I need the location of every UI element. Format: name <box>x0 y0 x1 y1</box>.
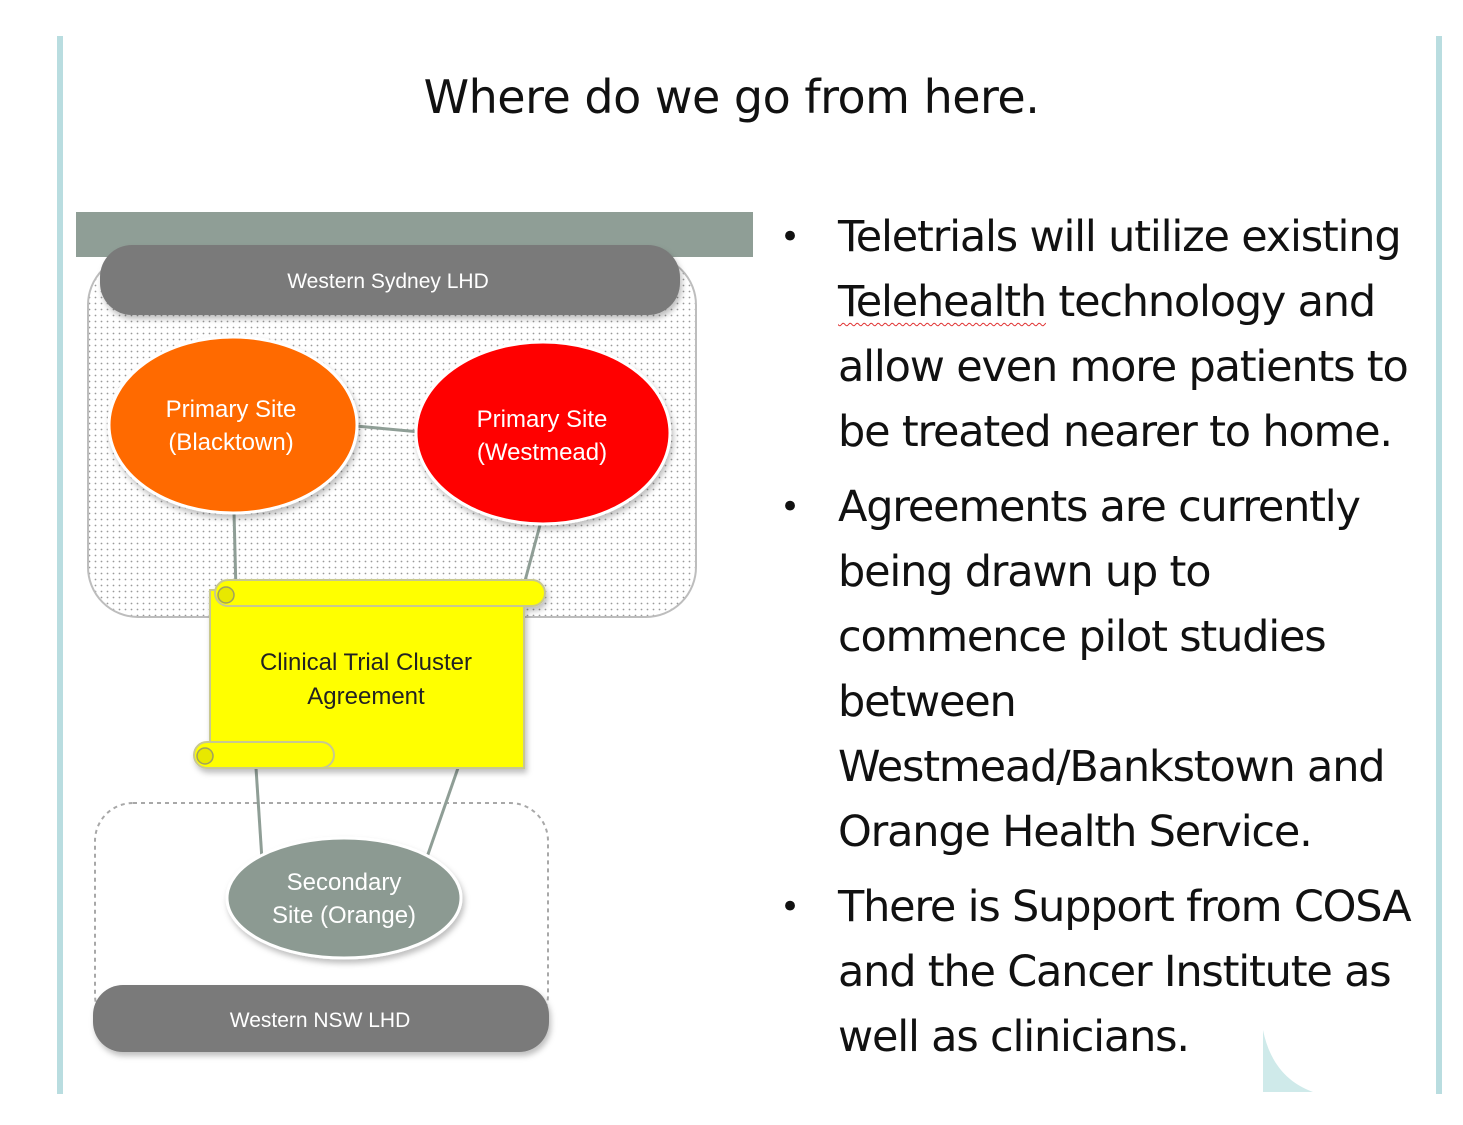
bullet-1-text-before: Teletrials will utilize existing <box>838 212 1402 262</box>
agreement-line1: Clinical Trial Cluster <box>260 649 472 676</box>
primary-site-westmead-line2: (Westmead) <box>477 439 607 466</box>
bullet-item-teletrials: • Teletrials will utilize existing Teleh… <box>780 205 1440 465</box>
agreement-line2: Agreement <box>307 683 425 710</box>
bullet-1-spellcheck-word: Telehealth <box>838 277 1047 327</box>
bullet-marker: • <box>780 217 800 257</box>
cluster-diagram: Western Sydney LHD Primary Site (Blackto… <box>76 212 753 1052</box>
connector-agreement-secondary-left <box>254 767 264 861</box>
primary-site-westmead-node <box>414 340 672 526</box>
western-sydney-label: Western Sydney LHD <box>287 270 489 293</box>
secondary-site-orange-node <box>225 836 463 960</box>
bullet-item-agreements: • Agreements are currently being drawn u… <box>780 475 1440 865</box>
agreement-scroll <box>193 579 546 769</box>
connector-agreement-secondary-right <box>424 767 460 861</box>
bullet-marker: • <box>780 887 800 927</box>
western-nsw-label-bar <box>93 985 549 1052</box>
bullet-3-text: There is Support from COSA and the Cance… <box>838 882 1412 1062</box>
slide-right-border <box>1436 36 1442 1094</box>
decorative-corner-shape <box>1263 1030 1313 1092</box>
secondary-site-line2: Site (Orange) <box>272 902 416 929</box>
primary-site-westmead-line1: Primary Site <box>477 406 608 433</box>
bullet-item-support: • There is Support from COSA and the Can… <box>780 875 1440 1070</box>
slide-title: Where do we go from here. <box>423 70 1040 124</box>
primary-site-blacktown-node <box>107 335 359 515</box>
connector-blacktown-agreement <box>232 511 238 593</box>
bullet-list: • Teletrials will utilize existing Teleh… <box>780 205 1440 1080</box>
secondary-site-line1: Secondary <box>287 869 402 896</box>
bullet-marker: • <box>780 487 800 527</box>
western-nsw-label: Western NSW LHD <box>230 1009 410 1032</box>
western-sydney-label-bar <box>100 245 680 315</box>
slide-left-border <box>57 36 63 1094</box>
bullet-1-text-after: technology and allow even more patients … <box>838 277 1409 457</box>
primary-site-blacktown-line1: Primary Site <box>166 396 297 423</box>
primary-site-blacktown-line2: (Blacktown) <box>168 429 293 456</box>
bullet-2-text: Agreements are currently being drawn up … <box>838 482 1386 857</box>
connector-blacktown-westmead <box>355 424 421 434</box>
